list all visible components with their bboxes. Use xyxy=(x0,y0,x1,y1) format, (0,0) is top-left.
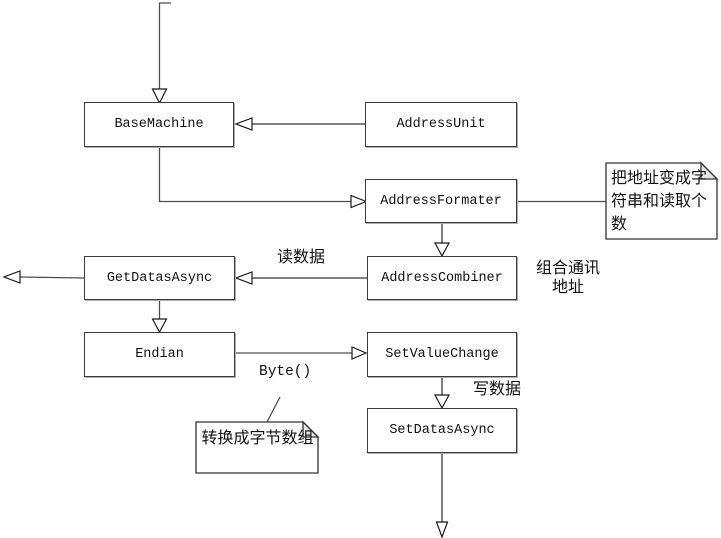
note-shape-byte xyxy=(195,420,320,474)
node-addresscombiner: AddressCombiner xyxy=(367,256,517,300)
node-addressformater: AddressFormater xyxy=(365,179,517,223)
edge-addresscombiner-to-getdatasasync xyxy=(234,271,367,285)
note-shape-address xyxy=(605,161,719,240)
edge-top-to-basemachine xyxy=(151,2,171,105)
node-setdatasasync: SetDatasAsync xyxy=(367,408,517,453)
edge-addressformater-to-addresscombiner xyxy=(433,223,451,258)
label-write-data: 写数据 xyxy=(473,381,522,398)
node-addressunit: AddressUnit xyxy=(365,102,517,147)
note-address-text: 把地址变成字符串和读取个数 xyxy=(611,170,708,233)
edge-endian-to-setvaluechange xyxy=(235,346,368,360)
edge-setdatasasync-to-bottom xyxy=(435,453,449,538)
edge-bytenote-connector xyxy=(266,396,281,423)
edge-getdatasasync-to-endian xyxy=(151,300,168,334)
label-combine-address: 组合通讯地址 xyxy=(535,260,600,296)
node-setvaluechange: SetValueChange xyxy=(367,332,517,377)
note-byte-text: 转换成字节数组 xyxy=(201,430,314,447)
label-byte-call: Byte() xyxy=(259,364,312,380)
edge-setvaluechange-to-setdatasasync xyxy=(433,377,451,410)
label-read-data: 读数据 xyxy=(277,249,326,266)
node-basemachine: BaseMachine xyxy=(84,102,234,147)
node-endian: Endian xyxy=(84,332,235,377)
edge-addressunit-to-basemachine xyxy=(234,117,365,131)
edge-basemachine-to-addressformater xyxy=(158,147,368,209)
edge-getdatasasync-to-left xyxy=(2,270,85,284)
node-getdatasasync: GetDatasAsync xyxy=(84,256,235,300)
